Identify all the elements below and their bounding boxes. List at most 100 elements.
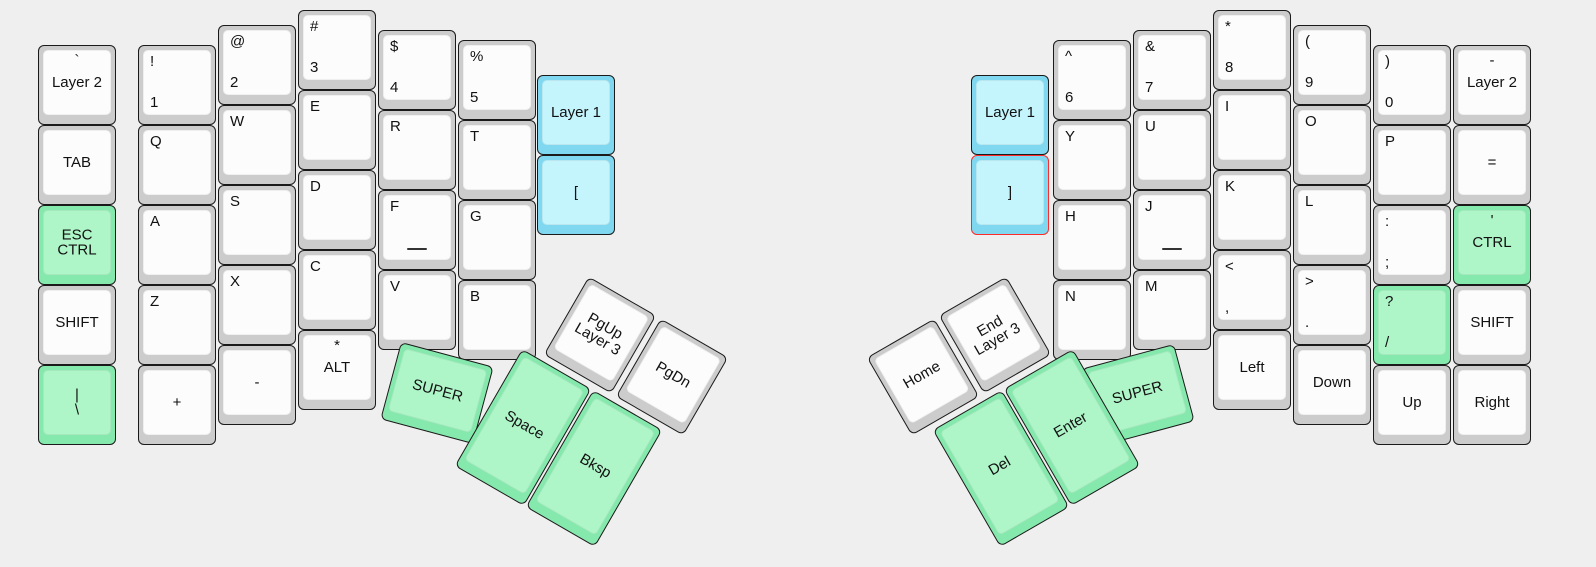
key-plus[interactable]: + xyxy=(138,365,216,445)
key-2[interactable]: @2 xyxy=(218,25,296,105)
key-enter-legend-main: Enter xyxy=(1050,408,1091,442)
key-v-legend-upper: V xyxy=(390,278,401,295)
key-plus-legend-main: + xyxy=(172,393,182,411)
key-4-legend-upper: $ xyxy=(390,38,399,55)
key-n-legend-upper: N xyxy=(1065,288,1076,305)
key-z[interactable]: Z xyxy=(138,285,216,365)
key-layer1-left-legend-main: Layer 1 xyxy=(550,103,602,121)
key-layer1-left[interactable]: Layer 1 xyxy=(537,75,615,155)
key-z-legend-upper: Z xyxy=(150,293,160,310)
key-c[interactable]: C xyxy=(298,250,376,330)
key-right-arrow[interactable]: Right xyxy=(1453,365,1531,445)
key-minus-layer2-legend-top: - xyxy=(1489,52,1495,69)
key-5[interactable]: %5 xyxy=(458,40,536,120)
key-e-legend-upper: E xyxy=(310,98,321,115)
key-3[interactable]: #3 xyxy=(298,10,376,90)
key-minus-layer2-legend-main: Layer 2 xyxy=(1466,73,1518,91)
key-1[interactable]: !1 xyxy=(138,45,216,125)
key-t[interactable]: T xyxy=(458,120,536,200)
key-5-cap: %5 xyxy=(463,45,531,110)
key-minus-left[interactable]: - xyxy=(218,345,296,425)
key-b[interactable]: B xyxy=(458,280,536,360)
key-alt[interactable]: *ALT xyxy=(298,330,376,410)
key-equals-legend-main: = xyxy=(1487,153,1497,171)
key-u[interactable]: U xyxy=(1133,110,1211,190)
key-esc-ctrl[interactable]: ESC CTRL xyxy=(38,205,116,285)
key-bksp-legend-main: Bksp xyxy=(576,450,615,482)
key-j[interactable]: J xyxy=(1133,190,1211,270)
key-l[interactable]: L xyxy=(1293,185,1371,265)
key-v[interactable]: V xyxy=(378,270,456,350)
key-comma[interactable]: <, xyxy=(1213,250,1291,330)
key-r[interactable]: R xyxy=(378,110,456,190)
key-slash[interactable]: ?/ xyxy=(1373,285,1451,365)
key-n[interactable]: N xyxy=(1053,280,1131,360)
key-super-right-legend-main: SUPER xyxy=(1110,377,1165,408)
key-5-legend-lower: 5 xyxy=(470,89,479,107)
key-f-cap: F xyxy=(383,195,451,260)
key-a-legend-upper: A xyxy=(150,213,161,230)
key-left-arrow[interactable]: Left xyxy=(1213,330,1291,410)
key-c-cap: C xyxy=(303,255,371,320)
key-e[interactable]: E xyxy=(298,90,376,170)
key-tab[interactable]: TAB xyxy=(38,125,116,205)
key-super-left-cap: SUPER xyxy=(387,348,488,434)
key-i-cap: I xyxy=(1218,95,1286,160)
key-del-legend-main: Del xyxy=(985,453,1014,480)
key-k[interactable]: K xyxy=(1213,170,1291,250)
key-left-arrow-legend-main: Left xyxy=(1239,358,1265,376)
key-slash-legend-lower: / xyxy=(1385,334,1390,352)
key-up-arrow-cap: Up xyxy=(1378,370,1446,435)
key-6-legend-lower: 6 xyxy=(1065,89,1074,107)
key-bracket-left[interactable]: [ xyxy=(537,155,615,235)
key-6-legend-upper: ^ xyxy=(1065,48,1073,65)
key-5-legend-upper: % xyxy=(470,48,484,65)
key-shift-left[interactable]: SHIFT xyxy=(38,285,116,365)
key-shift-right[interactable]: SHIFT xyxy=(1453,285,1531,365)
key-6-cap: ^6 xyxy=(1058,45,1126,110)
key-layer1-right-cap: Layer 1 xyxy=(976,80,1044,145)
key-o[interactable]: O xyxy=(1293,105,1371,185)
key-equals[interactable]: = xyxy=(1453,125,1531,205)
key-q[interactable]: Q xyxy=(138,125,216,205)
key-0[interactable]: )0 xyxy=(1373,45,1451,125)
key-o-cap: O xyxy=(1298,110,1366,175)
key-period[interactable]: >. xyxy=(1293,265,1371,345)
key-r-cap: R xyxy=(383,115,451,180)
key-d[interactable]: D xyxy=(298,170,376,250)
key-g[interactable]: G xyxy=(458,200,536,280)
key-pipe-backslash[interactable]: | \ xyxy=(38,365,116,445)
key-layer1-right[interactable]: Layer 1 xyxy=(971,75,1049,155)
key-7[interactable]: &7 xyxy=(1133,30,1211,110)
key-y[interactable]: Y xyxy=(1053,120,1131,200)
key-bracket-right[interactable]: ] xyxy=(971,155,1049,235)
key-semicolon[interactable]: :; xyxy=(1373,205,1451,285)
key-quote-ctrl[interactable]: 'CTRL xyxy=(1453,205,1531,285)
key-x[interactable]: X xyxy=(218,265,296,345)
key-up-arrow[interactable]: Up xyxy=(1373,365,1451,445)
key-grave-layer2[interactable]: `Layer 2 xyxy=(38,45,116,125)
key-shift-left-legend-main: SHIFT xyxy=(55,313,99,331)
key-a[interactable]: A xyxy=(138,205,216,285)
key-6[interactable]: ^6 xyxy=(1053,40,1131,120)
key-9[interactable]: (9 xyxy=(1293,25,1371,105)
key-4-cap: $4 xyxy=(383,35,451,100)
key-8[interactable]: *8 xyxy=(1213,10,1291,90)
key-w[interactable]: W xyxy=(218,105,296,185)
key-f[interactable]: F xyxy=(378,190,456,270)
key-plus-cap: + xyxy=(143,370,211,435)
key-t-legend-upper: T xyxy=(470,128,480,145)
key-o-legend-upper: O xyxy=(1305,113,1317,130)
key-m[interactable]: M xyxy=(1133,270,1211,350)
key-alt-legend-top: * xyxy=(334,337,340,354)
key-layer1-right-legend-main: Layer 1 xyxy=(984,103,1036,121)
key-minus-layer2[interactable]: - Layer 2 xyxy=(1453,45,1531,125)
key-slash-legend-upper: ? xyxy=(1385,293,1394,310)
key-s[interactable]: S xyxy=(218,185,296,265)
key-p[interactable]: P xyxy=(1373,125,1451,205)
key-down-arrow[interactable]: Down xyxy=(1293,345,1371,425)
key-h[interactable]: H xyxy=(1053,200,1131,280)
key-i[interactable]: I xyxy=(1213,90,1291,170)
key-4[interactable]: $4 xyxy=(378,30,456,110)
key-3-cap: #3 xyxy=(303,15,371,80)
